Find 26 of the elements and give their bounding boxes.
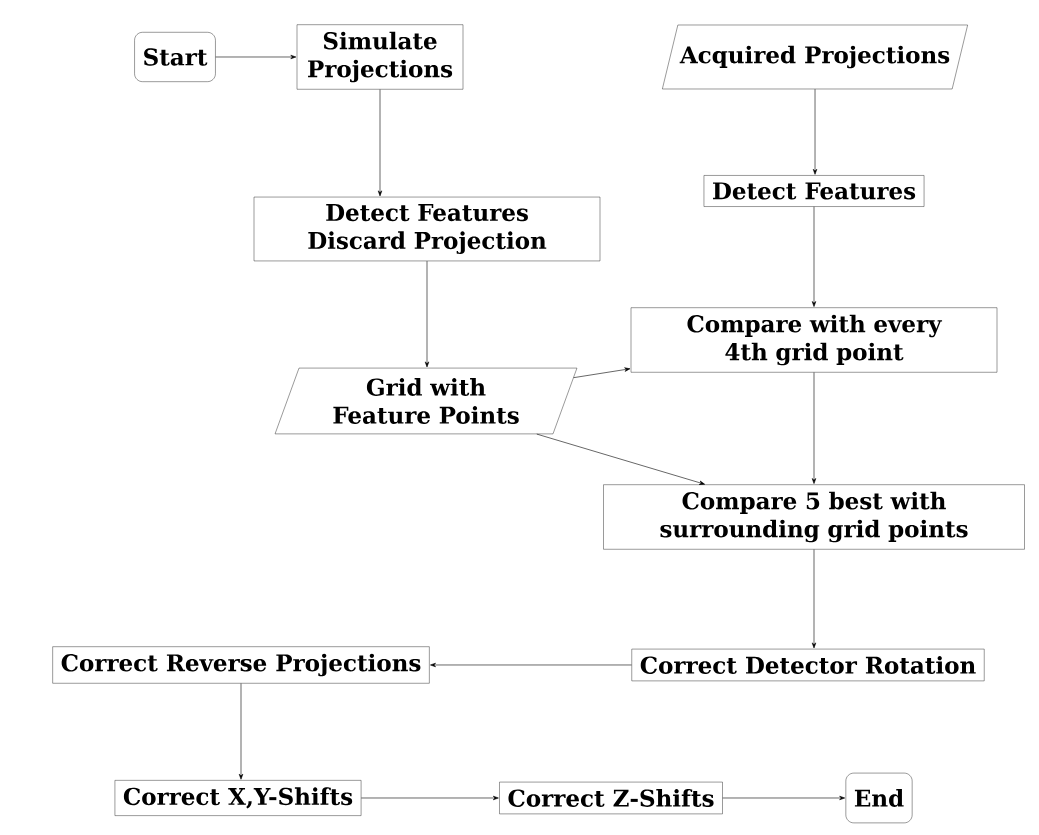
arrow: [811, 549, 817, 649]
arrow: [536, 433, 705, 485]
process-box: Detect Features: [703, 175, 925, 207]
arrow: [722, 795, 846, 801]
arrow: [430, 662, 632, 668]
process-box: Correct Detector Rotation: [631, 648, 985, 682]
data-parallelogram: Acquired Projections: [662, 24, 968, 90]
process-box: Detect Features Discard Projection: [253, 196, 601, 262]
arrow: [424, 260, 430, 368]
data-parallelogram: Grid with Feature Points: [274, 367, 578, 435]
arrow: [811, 206, 817, 307]
arrow: [573, 367, 631, 378]
process-box: Compare with every 4th grid point: [630, 307, 998, 373]
process-box: Correct Reverse Projections: [52, 646, 430, 684]
arrow: [238, 683, 244, 780]
process-box: Simulate Projections: [296, 24, 464, 90]
arrow: [377, 89, 383, 197]
arrow: [812, 88, 818, 175]
process-box: Correct X,Y-Shifts: [114, 780, 362, 816]
terminal-box: End: [845, 772, 913, 824]
process-box: Compare 5 best with surrounding grid points: [603, 484, 1025, 550]
process-box: Correct Z-Shifts: [499, 781, 723, 815]
arrow: [811, 372, 817, 484]
arrow: [215, 54, 297, 60]
arrow: [361, 795, 499, 801]
terminal-box: Start: [134, 32, 216, 82]
